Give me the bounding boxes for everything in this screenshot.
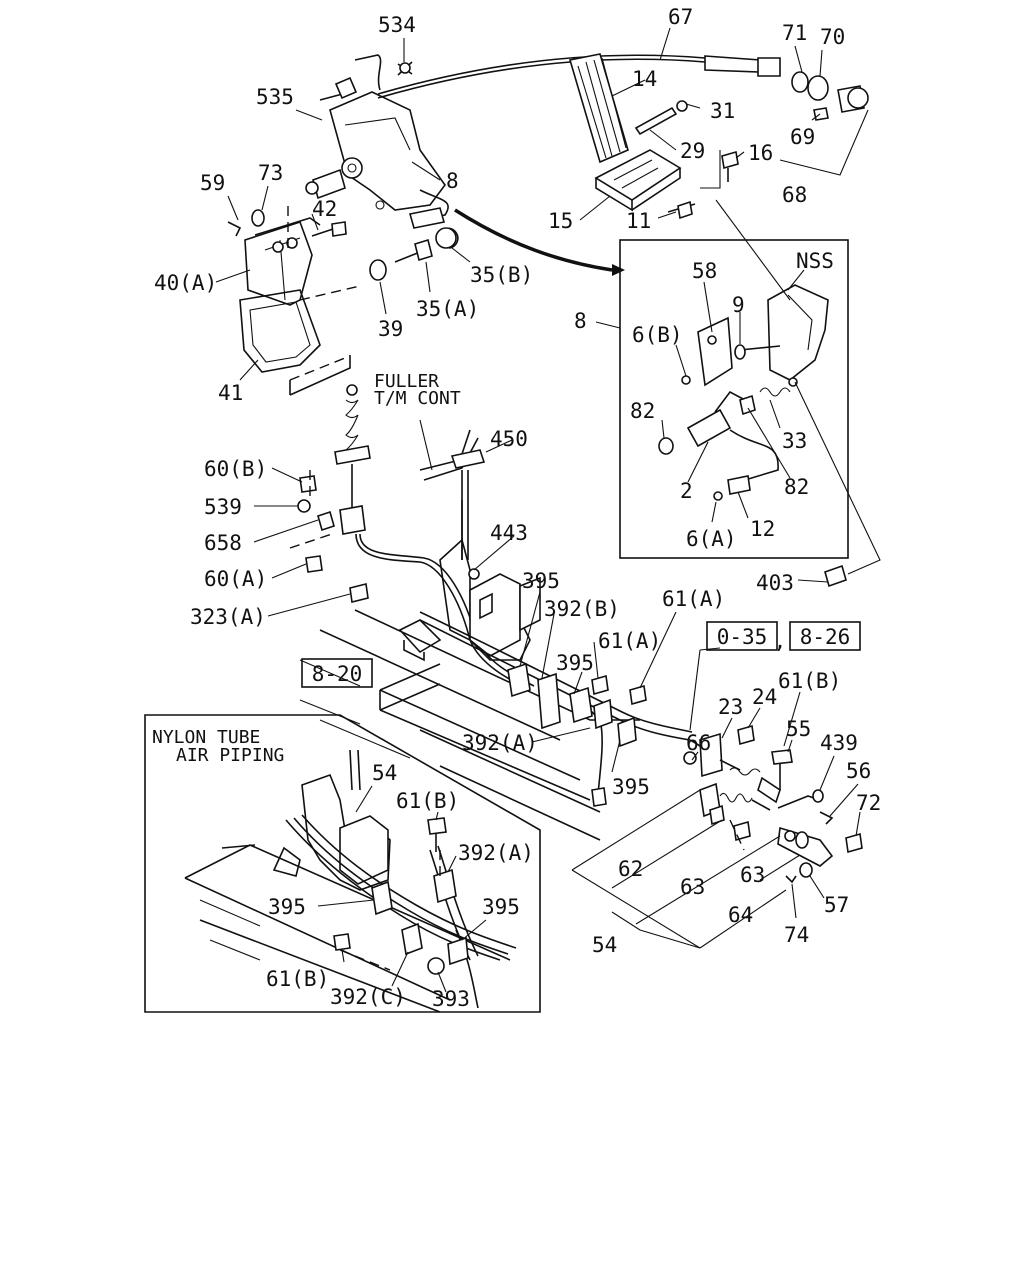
- part-label: 658: [204, 531, 242, 555]
- part-label: NSS: [796, 249, 834, 273]
- part-label: 29: [680, 139, 705, 163]
- accelerator-pedal-assembly: [568, 53, 869, 220]
- part-label: 35(A): [416, 297, 479, 321]
- part-label: 450: [490, 427, 528, 451]
- part-label: 395: [268, 895, 306, 919]
- part-label: 535: [256, 85, 294, 109]
- part-label: 74: [784, 923, 809, 947]
- part-label: 6(B): [632, 323, 683, 347]
- part-label: 395: [522, 569, 560, 593]
- part-label: 58: [692, 259, 717, 283]
- part-label: 41: [218, 381, 243, 405]
- part-label: 6(A): [686, 527, 737, 551]
- part-label: 392(A): [458, 841, 534, 865]
- part-label: 323(A): [190, 605, 266, 629]
- part-label: 392(A): [462, 731, 538, 755]
- part-label: 393: [432, 987, 470, 1011]
- part-label: 24: [752, 685, 777, 709]
- part-label: 392(B): [544, 597, 620, 621]
- part-label: 15: [548, 209, 573, 233]
- part-label: 40(A): [154, 271, 217, 295]
- part-label: 61(B): [396, 789, 459, 813]
- part-label: 72: [856, 791, 881, 815]
- cable-end-assembly: [683, 724, 863, 884]
- part-label: 61(B): [778, 669, 841, 693]
- inset-title-nylon-tube: NYLON TUBE: [152, 727, 260, 748]
- ref-box-8-20: [301, 658, 373, 688]
- part-label: 57: [824, 893, 849, 917]
- detail-arrow-head: [612, 264, 625, 276]
- ref-separator: ,: [774, 629, 787, 653]
- part-label: 61(B): [266, 967, 329, 991]
- part-label: 82: [630, 399, 655, 423]
- ref-0-35: 0-35: [717, 625, 768, 649]
- nss-detail-inset: [619, 199, 881, 588]
- ref-8-26: 8-26: [800, 625, 851, 649]
- part-label: 395: [612, 775, 650, 799]
- part-label: 9: [732, 293, 745, 317]
- part-label: 534: [378, 13, 416, 37]
- part-label: 439: [820, 731, 858, 755]
- part-label: 23: [718, 695, 743, 719]
- part-label: 60(B): [204, 457, 267, 481]
- part-label: 395: [482, 895, 520, 919]
- part-label: 61(A): [662, 587, 725, 611]
- part-label: 392(C): [330, 985, 406, 1009]
- pedal-bracket-assembly: [227, 54, 706, 396]
- part-label: 67: [668, 5, 693, 29]
- ref-box-0-35: [706, 621, 778, 651]
- part-label: 395: [556, 651, 594, 675]
- part-label: 71: [782, 21, 807, 45]
- part-label: 55: [786, 717, 811, 741]
- part-label: 12: [750, 517, 775, 541]
- chassis-frame: [299, 609, 693, 841]
- detail-arrow: [454, 208, 613, 272]
- part-label: 8: [446, 169, 459, 193]
- part-label: 403: [756, 571, 794, 595]
- part-label: 443: [490, 521, 528, 545]
- note-fuller: FULLER: [374, 371, 439, 392]
- part-label: 66: [686, 731, 711, 755]
- ref-8-20: 8-20: [312, 662, 363, 686]
- part-label: 68: [782, 183, 807, 207]
- part-label: 14: [632, 67, 657, 91]
- part-label: 63: [680, 875, 705, 899]
- part-label: 69: [790, 125, 815, 149]
- part-label: 11: [626, 209, 651, 233]
- part-label: 54: [592, 933, 617, 957]
- part-label: 8: [574, 309, 587, 333]
- part-label: 42: [312, 197, 337, 221]
- part-label: 2: [680, 479, 693, 503]
- ref-box-8-26: [789, 621, 861, 651]
- note-tm-cont: T/M CONT: [374, 388, 461, 409]
- part-label: 61(A): [598, 629, 661, 653]
- part-label: 56: [846, 759, 871, 783]
- part-label: 63: [740, 863, 765, 887]
- part-label: 70: [820, 25, 845, 49]
- part-label: 62: [618, 857, 643, 881]
- part-label: 60(A): [204, 567, 267, 591]
- part-label: 31: [710, 99, 735, 123]
- part-label: 64: [728, 903, 753, 927]
- part-labels: 534 67 71 70 535 14 31 29 69 16 68 73 59…: [154, 5, 881, 1011]
- inset-title-air-piping: AIR PIPING: [176, 745, 284, 766]
- part-label: 35(B): [470, 263, 533, 287]
- part-label: 539: [204, 495, 242, 519]
- fuller-tm-control: [419, 419, 541, 661]
- clutch-cable-assembly: [289, 384, 535, 691]
- nylon-tube-inset: [144, 714, 541, 1013]
- part-label: 82: [784, 475, 809, 499]
- part-label: 54: [372, 761, 397, 785]
- part-label: 73: [258, 161, 283, 185]
- part-label: 39: [378, 317, 403, 341]
- part-label: 16: [748, 141, 773, 165]
- leader-lines: [215, 27, 861, 949]
- part-label: 59: [200, 171, 225, 195]
- part-label: 33: [782, 429, 807, 453]
